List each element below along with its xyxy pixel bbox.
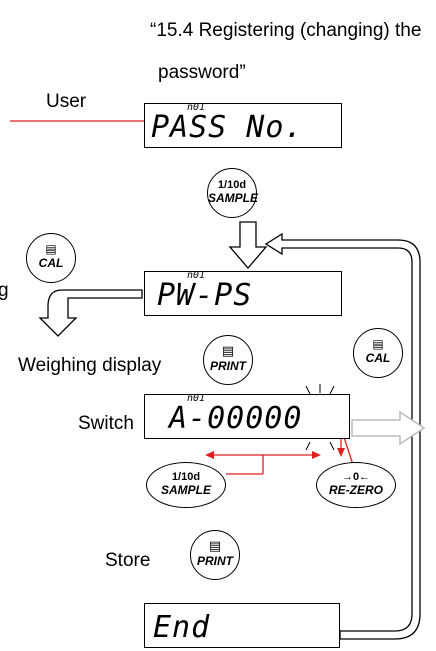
rezero-button[interactable]: →0← RE-ZERO <box>316 462 396 508</box>
header-line-1: “15.4 Registering (changing) the <box>150 20 422 41</box>
cut-label: g <box>0 280 9 301</box>
printer-icon: ▤ <box>221 343 235 358</box>
sample-button[interactable]: 1/10d SAMPLE <box>207 168 259 218</box>
digit-select-right-head <box>312 451 321 459</box>
lcd-text: PW-PS <box>157 278 253 313</box>
store-print-button[interactable]: ▤ PRINT <box>190 530 240 580</box>
exit-arrow <box>38 289 143 337</box>
lcd-text: End <box>153 610 211 645</box>
blink-marks <box>305 384 335 451</box>
lcd-pw-ps: n01 PW-PS <box>144 271 342 316</box>
lcd-indicator: n01 <box>187 102 206 113</box>
store-label: Store <box>105 550 151 571</box>
lcd-text: A-00000 <box>169 401 303 436</box>
rezero-button-label: RE-ZERO <box>329 483 383 497</box>
lcd-password-entry: n01 A-00000 <box>144 394 350 439</box>
down-arrow <box>228 221 268 269</box>
print-button-label: PRINT <box>210 359 246 373</box>
lcd-text: PASS No. <box>151 110 304 145</box>
sample-button-digit[interactable]: 1/10d SAMPLE <box>146 462 226 508</box>
cal-button-label: CAL <box>365 351 391 365</box>
cal-button-left[interactable]: ▤ CAL <box>26 233 76 283</box>
sample-button-label: SAMPLE <box>208 191 259 205</box>
printer-icon: ▤ <box>208 538 222 553</box>
grey-right-arrow <box>351 410 426 446</box>
weight-icon: ▤ <box>45 242 57 256</box>
print-button[interactable]: ▤ PRINT <box>203 335 253 385</box>
header-line-2: password” <box>158 62 246 83</box>
digit-change-down-head <box>337 448 345 457</box>
sample-button-label: SAMPLE <box>160 483 211 497</box>
sample-button-top: 1/10d <box>217 179 247 191</box>
lcd-indicator: n01 <box>187 393 206 404</box>
weighing-display-label: Weighing display <box>18 355 162 376</box>
weight-icon: ▤ <box>372 337 384 351</box>
return-loop-arrow <box>264 232 421 640</box>
cal-button-right[interactable]: ▤ CAL <box>353 328 403 378</box>
sample-button-top: 1/10d <box>171 471 201 483</box>
rezero-symbol: →0← <box>341 471 371 483</box>
cal-button-label: CAL <box>38 256 64 270</box>
lcd-indicator: n01 <box>187 270 206 281</box>
user-label: User <box>46 91 87 112</box>
lcd-pass-no: n01 PASS No. <box>144 103 342 148</box>
print-button-label: PRINT <box>197 554 233 568</box>
digit-select-left-head <box>205 451 214 459</box>
lcd-end: End <box>144 603 340 648</box>
switch-label: Switch <box>78 413 134 434</box>
